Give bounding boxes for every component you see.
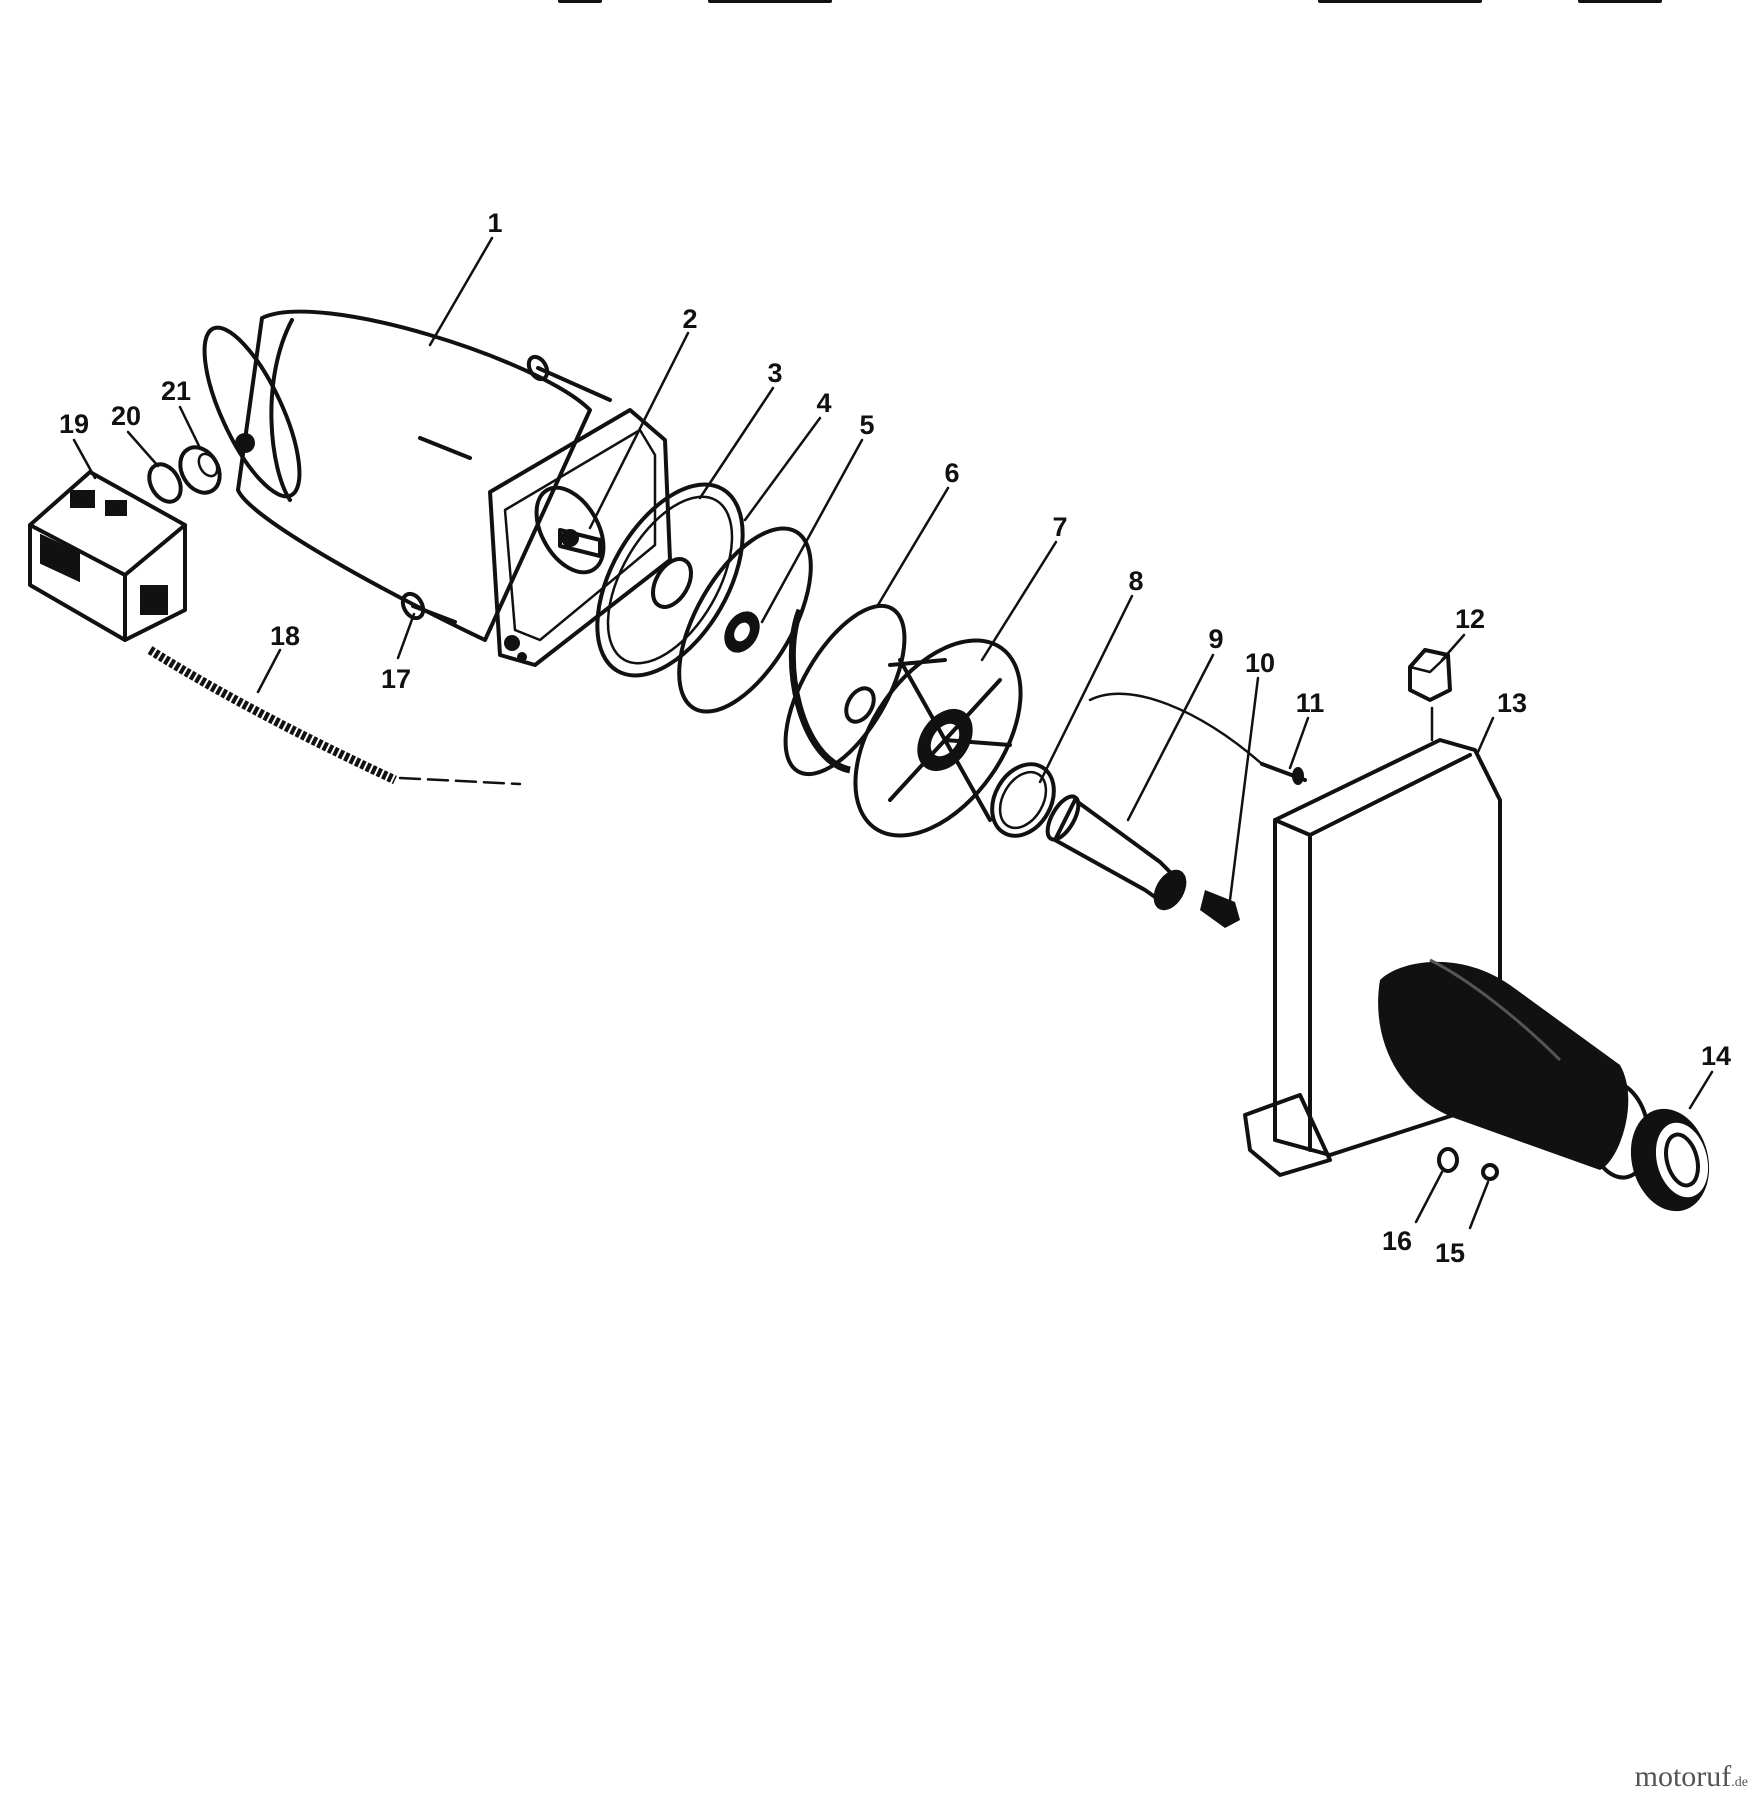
callout-5: 5: [859, 410, 874, 440]
part-19-switch-box: [28, 470, 187, 642]
callout-20: 20: [111, 401, 141, 431]
callout-21: 21: [161, 376, 191, 406]
callout-10: 10: [1245, 648, 1275, 678]
watermark-logo: motoruf.de: [1635, 1760, 1748, 1794]
watermark-brand: motoruf: [1634, 1760, 1732, 1793]
part-20-ring: [147, 462, 183, 504]
part-4-o-ring: [677, 526, 813, 714]
part-15-plug: [1481, 1163, 1499, 1181]
callout-2: 2: [682, 304, 697, 334]
part-6-impeller: [783, 603, 907, 777]
callout-1: 1: [487, 208, 502, 238]
callout-6: 6: [944, 458, 959, 488]
part-17-bolt: [400, 591, 457, 624]
callout-3: 3: [767, 358, 782, 388]
leader-lines: [72, 236, 1714, 1230]
callout-15: 15: [1435, 1238, 1465, 1268]
part-21-bushing: [178, 445, 222, 495]
callout-labels: 1 2 3 4 5 6 7 8 9 10 11 12 13 14 15 16 1…: [59, 208, 1731, 1268]
callout-9: 9: [1208, 624, 1223, 654]
callout-18: 18: [270, 621, 300, 651]
callout-14: 14: [1701, 1041, 1731, 1071]
callout-16: 16: [1382, 1226, 1412, 1256]
watermark-tld: .de: [1731, 1775, 1748, 1790]
part-16-plug: [1437, 1147, 1459, 1173]
part-10-nozzle: [1200, 890, 1240, 928]
callout-12: 12: [1455, 604, 1485, 634]
part-7-diffuser: [853, 638, 1023, 838]
part-18-cord: [147, 646, 522, 786]
part-9-venturi: [1045, 794, 1187, 911]
part-5-seal: [724, 611, 760, 653]
part-14-coupling: [1630, 1108, 1710, 1212]
callout-4: 4: [816, 388, 831, 418]
callout-8: 8: [1128, 566, 1143, 596]
part-11-tube: [1088, 692, 1307, 785]
part-3-seal-plate: [595, 482, 745, 678]
part-8-o-ring: [990, 762, 1056, 838]
callout-13: 13: [1497, 688, 1527, 718]
callout-11: 11: [1296, 688, 1325, 718]
callout-19: 19: [59, 409, 89, 439]
part-13-pump-housing: [1243, 738, 1651, 1180]
callout-17: 17: [381, 664, 411, 694]
callout-7: 7: [1052, 512, 1067, 542]
